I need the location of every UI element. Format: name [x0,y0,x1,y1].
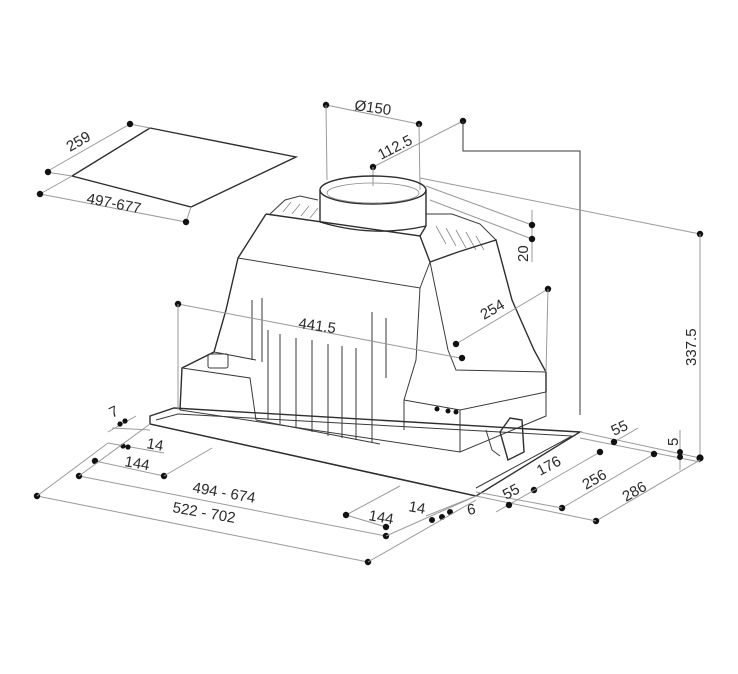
right-55-top-label: 55 [609,417,631,439]
outer-width-label: 522 - 702 [171,499,236,527]
body-height-label: 337.5 [683,328,700,366]
duct-offset-label: 112.5 [375,132,415,164]
right-6-label: 6 [466,501,477,519]
body-dimensions: 441.5 254 20 337.5 [174,177,704,458]
duct-diameter-label: Ø150 [353,97,392,119]
right-286-label: 286 [620,478,650,505]
right-55-bottom-label: 55 [500,481,523,504]
panel-width-label: 497-677 [85,190,142,217]
right-5-label: 5 [665,438,682,446]
left-144-label: 144 [123,453,151,474]
left-14-label: 14 [145,435,164,455]
right-14-label: 14 [407,498,426,518]
duct-dimensions: Ø150 112.5 [322,97,581,415]
cutout-panel: 259 497-677 [36,120,299,226]
top-step-label: 20 [515,245,532,262]
right-256-label: 256 [580,466,610,493]
body-depth-label: 254 [478,296,508,323]
inner-width-label: 494 - 674 [191,479,256,507]
right-144-label: 144 [367,507,395,528]
body-length-label: 441.5 [297,315,337,337]
left-7-label: 7 [107,403,122,422]
hood-body [149,175,583,497]
panel-depth-label: 259 [64,128,94,155]
